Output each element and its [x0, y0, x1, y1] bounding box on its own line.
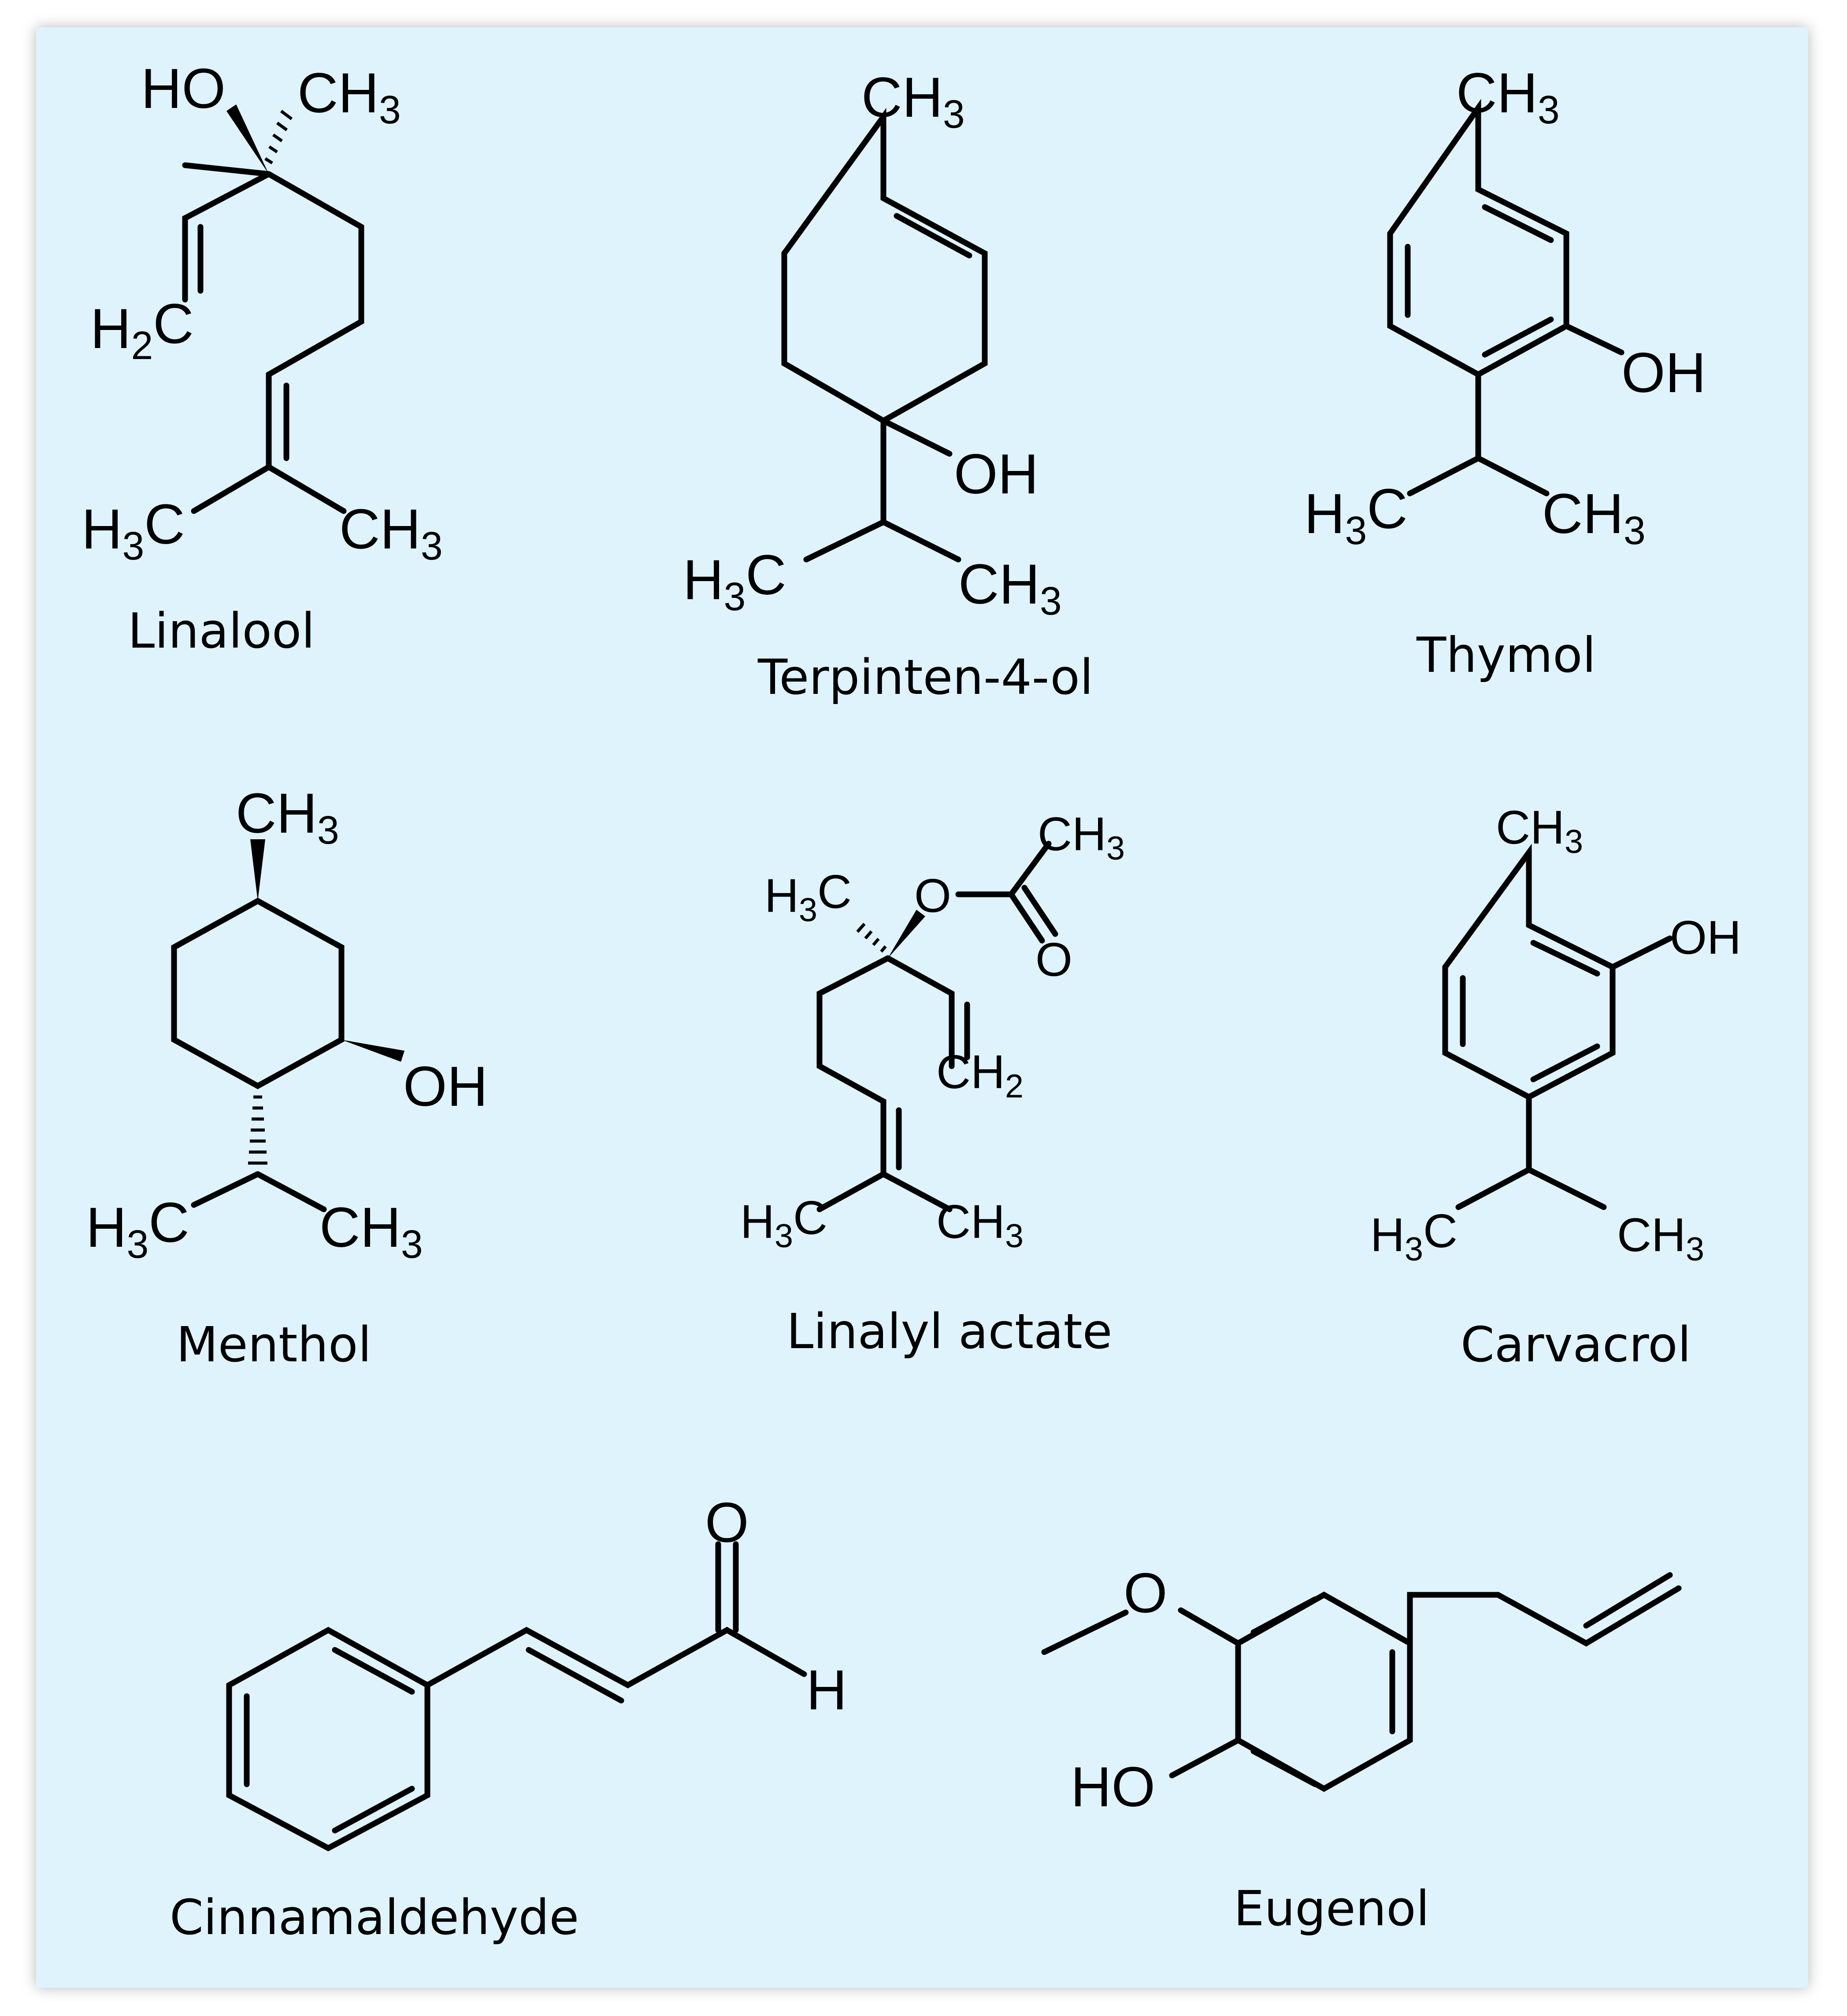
- menthol-ch3-bottom-label: CH3: [319, 1196, 423, 1266]
- terpinen-name: Terpinten-4-ol: [757, 649, 1093, 705]
- linalyl-h3c-top-label: H3C: [764, 865, 852, 929]
- thymol-ch3-bottom-label: CH3: [1542, 482, 1646, 552]
- linalyl-o-ether-label: O: [914, 869, 951, 922]
- carvacrol-oh-label: OH: [1670, 911, 1741, 964]
- linalyl-wedge-bond: [888, 910, 925, 958]
- carvacrol-ch3-top-label: CH3: [1496, 800, 1583, 860]
- eugenol-o-methoxy-label: O: [1124, 1562, 1168, 1625]
- linalyl-ch3-top-label: CH3: [1038, 807, 1125, 867]
- carvacrol-h3c-label: H3C: [1370, 1204, 1458, 1268]
- hash-bond: [264, 110, 293, 164]
- linalyl-ch2-label: CH2: [936, 1045, 1024, 1105]
- terpinen-h3c-label: H3C: [683, 544, 786, 619]
- molecule-linalyl-acetate: H3C O CH3 O CH2 H3C CH3 Linalyl actate: [740, 807, 1125, 1360]
- menthol-h3c-label: H3C: [86, 1191, 189, 1266]
- linalyl-h3c-label: H3C: [740, 1191, 827, 1255]
- menthol-wedge-oh: [341, 1040, 404, 1062]
- linalool-ch3-top-label: CH3: [297, 62, 401, 132]
- linalool-ho-label: HO: [141, 57, 226, 120]
- linalyl-name: Linalyl actate: [786, 1303, 1112, 1360]
- molecule-terpinen-4-ol: CH3 OH H3C CH3 Terpinten-4-ol: [683, 66, 1093, 705]
- thymol-name: Thymol: [1416, 627, 1596, 683]
- linalyl-ch3-bottom-label: CH3: [936, 1195, 1024, 1255]
- molecule-carvacrol: CH3 OH H3C CH3 Carvacrol: [1370, 800, 1741, 1373]
- eugenol-name: Eugenol: [1234, 1880, 1429, 1937]
- wedge-bond: [226, 104, 269, 174]
- cinnamaldehyde-h-label: H: [806, 1659, 847, 1722]
- cinnamaldehyde-name: Cinnamaldehyde: [170, 1889, 579, 1946]
- linalool-h2c-label: H2C: [90, 293, 194, 367]
- molecule-thymol: CH3 OH H3C CH3 Thymol: [1304, 62, 1706, 683]
- thymol-h3c-label: H3C: [1304, 478, 1408, 552]
- thymol-ch3-top-label: CH3: [1456, 62, 1560, 132]
- terpinen-ch3-top-label: CH3: [861, 66, 965, 136]
- linalool-ch3-bottom-label: CH3: [339, 498, 443, 568]
- molecule-eugenol: O HO Eugenol: [1041, 1562, 1682, 1937]
- linalool-h3c-label: H3C: [82, 493, 185, 568]
- molecule-menthol: CH3 OH H3C CH3 Menthol: [86, 782, 488, 1373]
- eugenol-ho-label: HO: [1071, 1756, 1155, 1819]
- linalyl-o-carbonyl-label: O: [1035, 933, 1072, 986]
- thymol-oh-label: OH: [1621, 341, 1706, 404]
- menthol-wedge-methyl: [250, 839, 265, 901]
- linalool-name: Linalool: [128, 603, 315, 659]
- linalyl-hash-bond: [856, 923, 887, 953]
- terpinen-oh-label: OH: [954, 443, 1038, 506]
- menthol-hash-isopropyl: [248, 1095, 267, 1165]
- menthol-ch3-top-label: CH3: [236, 782, 339, 852]
- menthol-oh-label: OH: [403, 1055, 488, 1118]
- molecule-cinnamaldehyde: O H Cinnamaldehyde: [170, 1491, 847, 1946]
- menthol-name: Menthol: [176, 1316, 371, 1373]
- carvacrol-ch3-bottom-label: CH3: [1617, 1208, 1704, 1268]
- molecule-linalool: HO CH3 H2C H3C CH3 Linalool: [82, 57, 443, 659]
- terpinen-ch3-bottom-label: CH3: [958, 553, 1062, 623]
- cinnamaldehyde-o-label: O: [705, 1491, 749, 1554]
- carvacrol-name: Carvacrol: [1461, 1316, 1691, 1373]
